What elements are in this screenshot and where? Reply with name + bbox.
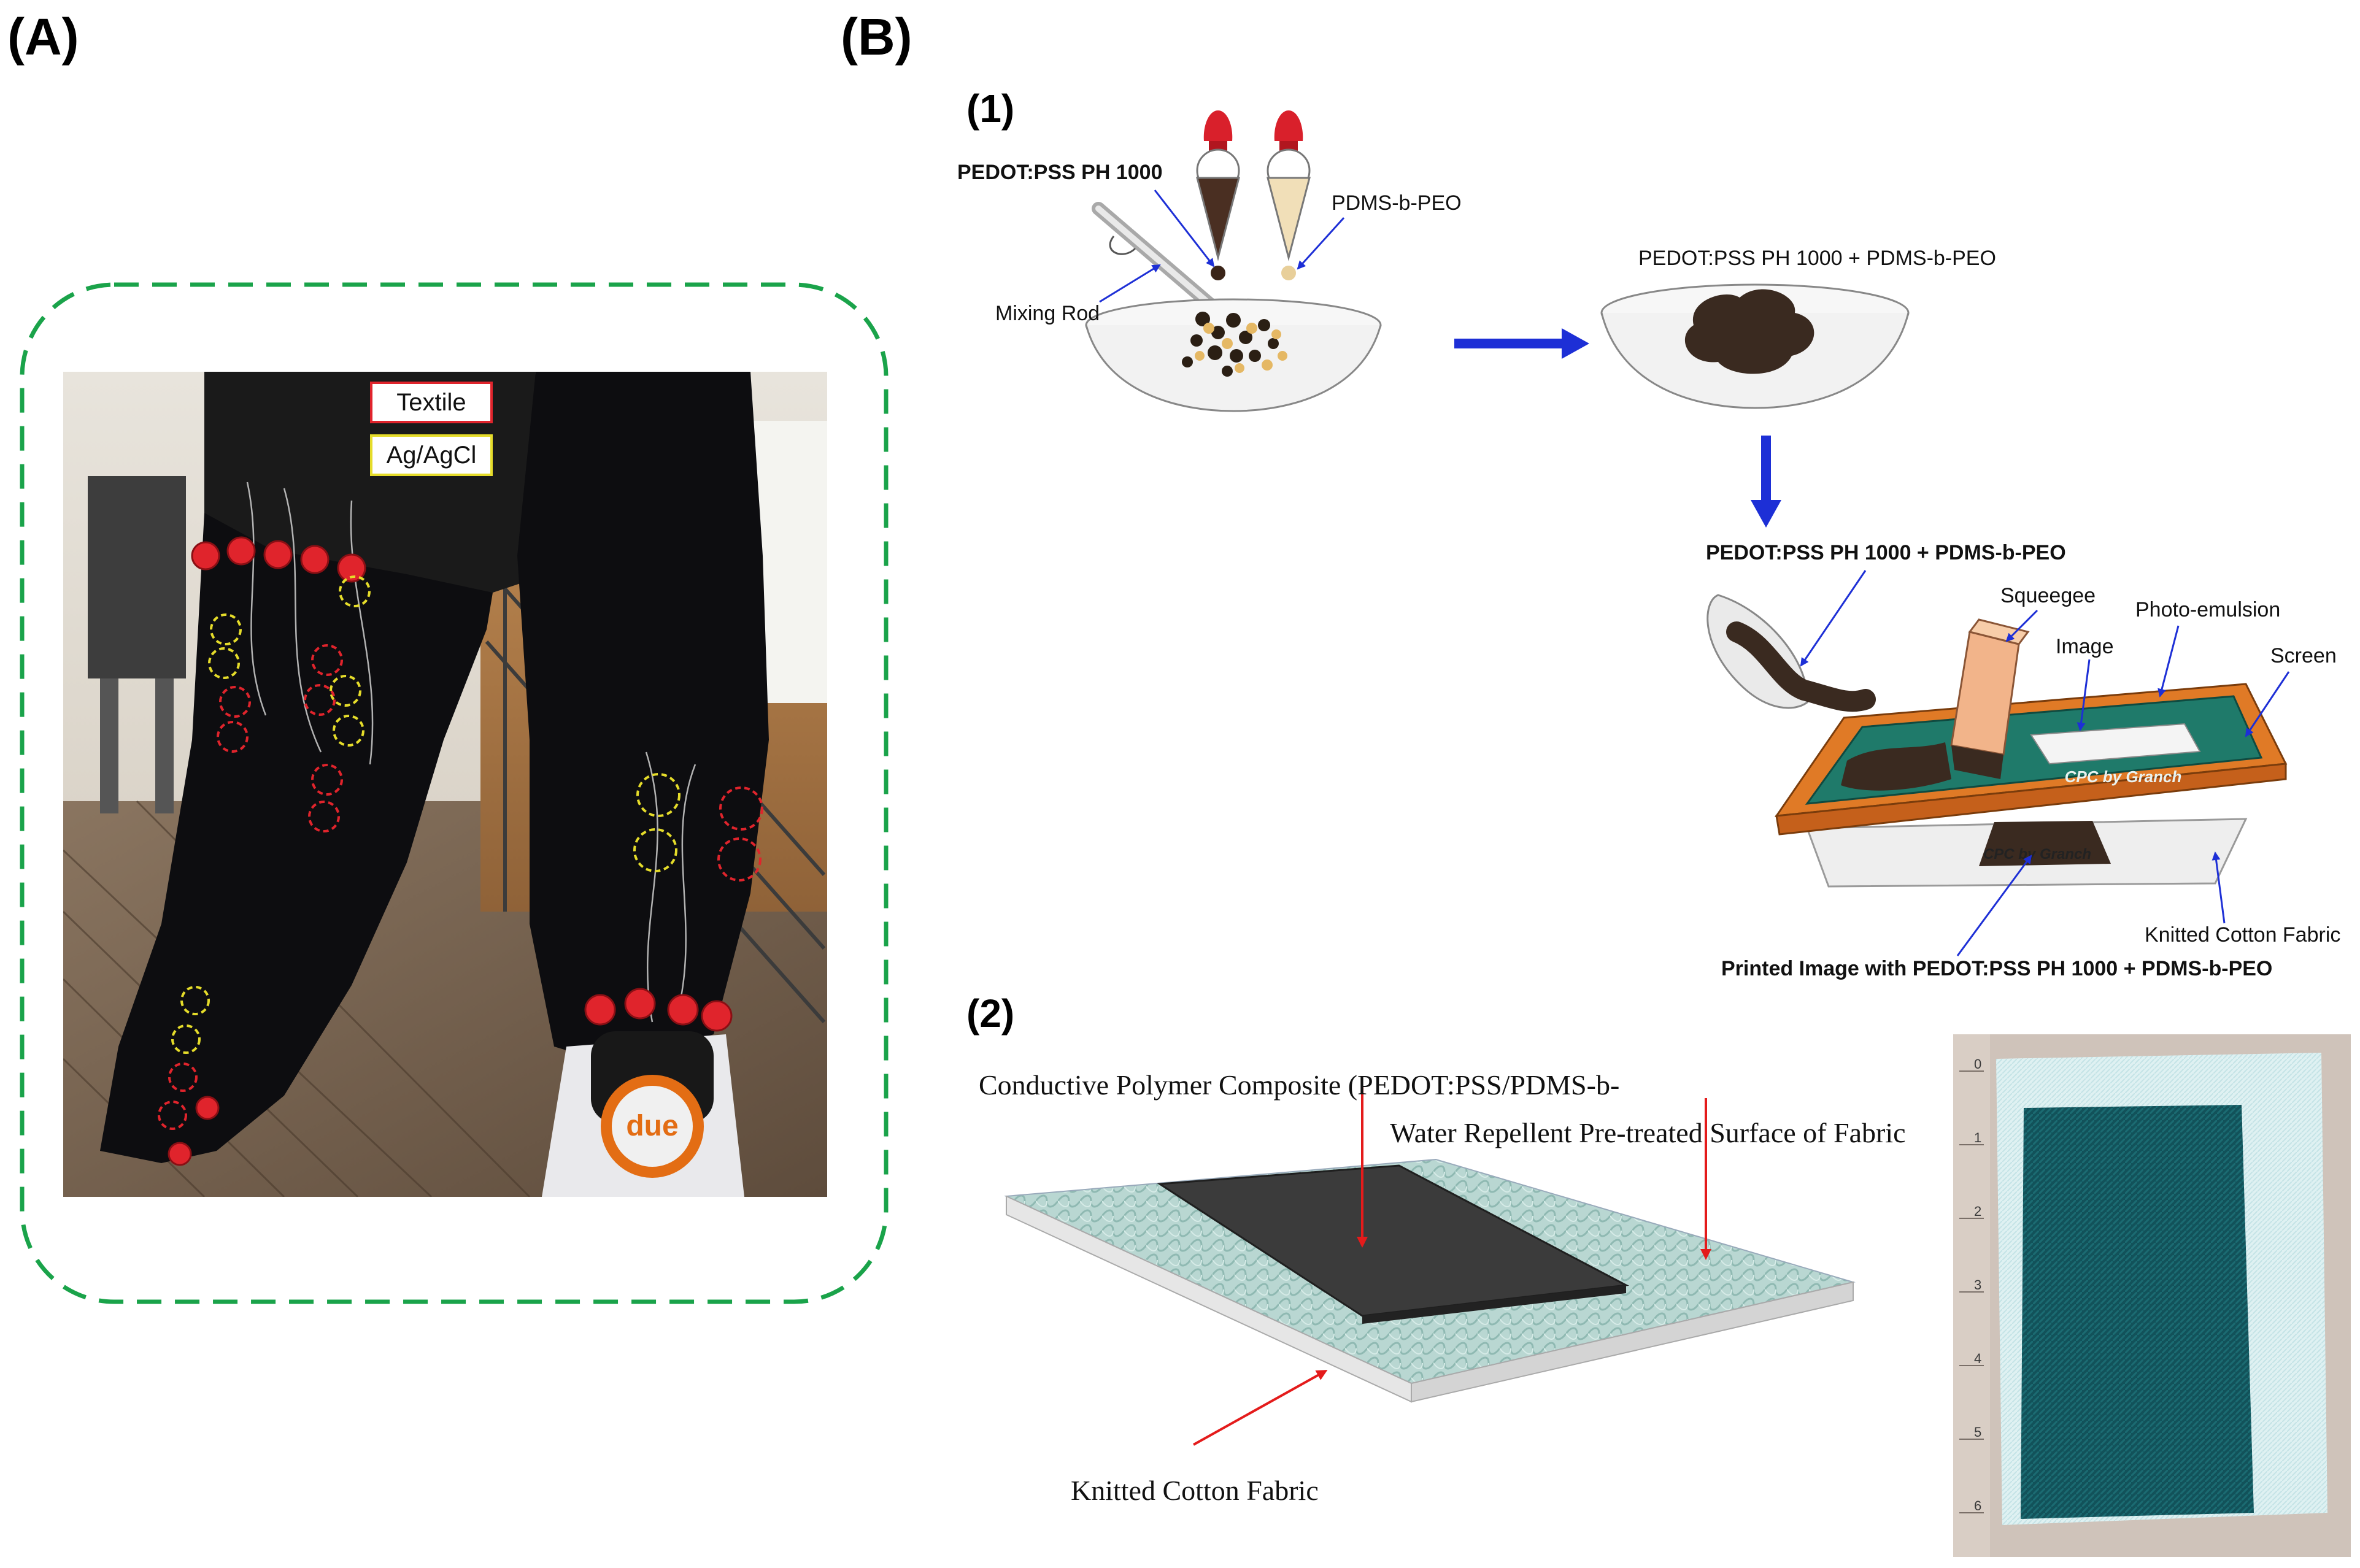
fabric-print-text: CPC by Granch xyxy=(1983,846,2091,863)
ruler-tick-2: 2 xyxy=(1974,1204,1981,1219)
ruler-tick-6: 6 xyxy=(1974,1498,1981,1513)
teal-printed-area xyxy=(2021,1105,2254,1519)
printed-image-label: Printed Image with PEDOT:PSS PH 1000 + P… xyxy=(1721,957,2272,980)
ruler-tick-0: 0 xyxy=(1974,1056,1981,1072)
ruler-tick-4: 4 xyxy=(1974,1351,1981,1366)
leg-photo: due xyxy=(63,372,827,1197)
fabric-photo: 0 1 2 3 4 5 6 xyxy=(1953,1034,2351,1557)
image-label: Image xyxy=(2056,635,2114,658)
squeegee-label: Squeegee xyxy=(2000,584,2096,607)
legend-agcl: Ag/AgCl xyxy=(370,434,493,476)
legend-textile: Textile xyxy=(370,382,493,423)
mixture-label-2: PEDOT:PSS PH 1000 + PDMS-b-PEO xyxy=(1706,541,2066,564)
knitted-label-2: Knitted Cotton Fabric xyxy=(1071,1475,1319,1506)
shorts xyxy=(204,372,536,593)
bowl-2 xyxy=(1600,283,1910,409)
ruler-tick-3: 3 xyxy=(1974,1277,1981,1293)
exercise-machine xyxy=(88,476,186,678)
pdms-label: PDMS-b-PEO xyxy=(1332,191,1462,215)
device-brand: due xyxy=(626,1110,678,1142)
water-repellent-label: Water Repellent Pre-treated Surface of F… xyxy=(1390,1117,1906,1148)
fabric-diagram xyxy=(970,1061,1964,1515)
mixing-rod-label: Mixing Rod xyxy=(995,302,1100,325)
conductive-polymer-label: Conductive Polymer Composite (PEDOT:PSS/… xyxy=(979,1069,1620,1101)
panel-a-label: (A) xyxy=(7,8,79,66)
right-leg-tights xyxy=(517,372,769,1065)
dashed-frame xyxy=(18,281,890,1305)
left-leg-tights xyxy=(100,513,493,1163)
pedot-label: PEDOT:PSS PH 1000 xyxy=(957,161,1162,184)
step2-label: (2) xyxy=(966,991,1015,1036)
step1-diagram: PEDOT:PSS PH 1000 PDMS-b-PEO Mixing Rod … xyxy=(957,92,2356,988)
ruler-tick-1: 1 xyxy=(1974,1130,1981,1145)
screen-print-setup: CPC by Granch CPC by Granch xyxy=(1706,594,2288,888)
photo-emulsion-label: Photo-emulsion xyxy=(2135,598,2280,621)
pdms-dropper xyxy=(1267,110,1311,280)
pedot-dropper xyxy=(1196,110,1240,280)
panel-b-label: (B) xyxy=(841,8,912,66)
ruler-tick-5: 5 xyxy=(1974,1424,1981,1440)
mixture-label-1: PEDOT:PSS PH 1000 + PDMS-b-PEO xyxy=(1638,247,1996,270)
knitted-label-1: Knitted Cotton Fabric xyxy=(2145,923,2340,947)
step1-label: (1) xyxy=(966,86,1015,131)
screen-label: Screen xyxy=(2270,644,2337,667)
screen-print-text: CPC by Granch xyxy=(2065,767,2182,786)
sensor-device xyxy=(601,1075,704,1178)
bowl-1 xyxy=(1085,298,1382,412)
